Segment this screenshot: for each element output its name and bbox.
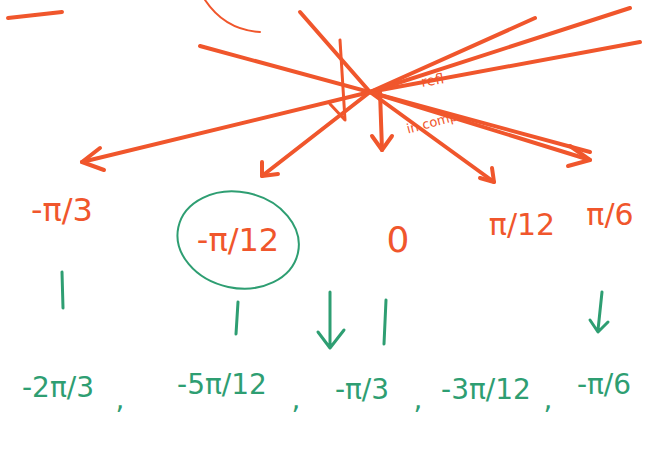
annotation: refl: [420, 71, 445, 89]
circled-value: -π/12: [175, 190, 301, 290]
mapped-value: -2π/3: [22, 374, 94, 402]
map-tick: [236, 302, 238, 334]
mapped-value: -π/6: [577, 371, 631, 399]
scribble: [330, 40, 345, 120]
mapped-value: -π/3: [335, 376, 389, 404]
separator: ,: [292, 386, 301, 414]
ray-arrow: [380, 92, 382, 150]
arrowhead: [82, 148, 104, 170]
top-arc: [205, 0, 260, 32]
separator: ,: [116, 386, 125, 414]
angle-value: -π/3: [31, 194, 93, 226]
arrowhead: [568, 146, 590, 166]
angle-value: π/6: [586, 200, 633, 230]
angle-value: 0: [387, 222, 410, 258]
arrowhead: [262, 162, 278, 176]
down-arrow: [318, 292, 344, 348]
map-tick: [62, 272, 63, 308]
mapped-value: -3π/12: [441, 376, 531, 404]
top-dash: [8, 12, 62, 18]
map-tick: [384, 300, 386, 344]
ray: [370, 8, 630, 92]
mapped-value: -5π/12: [177, 371, 267, 399]
angle-value: -π/12: [197, 224, 301, 256]
ray: [300, 12, 370, 92]
separator: ,: [414, 386, 423, 414]
separator: ,: [544, 386, 553, 414]
ray-arrow: [262, 92, 370, 176]
map-arrow: [590, 292, 608, 332]
arrowhead: [480, 168, 494, 182]
ray-arrow: [370, 92, 494, 182]
angle-value: π/12: [489, 210, 555, 240]
ray-arrow: [370, 92, 590, 160]
arrowhead: [372, 136, 392, 150]
ray: [370, 18, 535, 92]
